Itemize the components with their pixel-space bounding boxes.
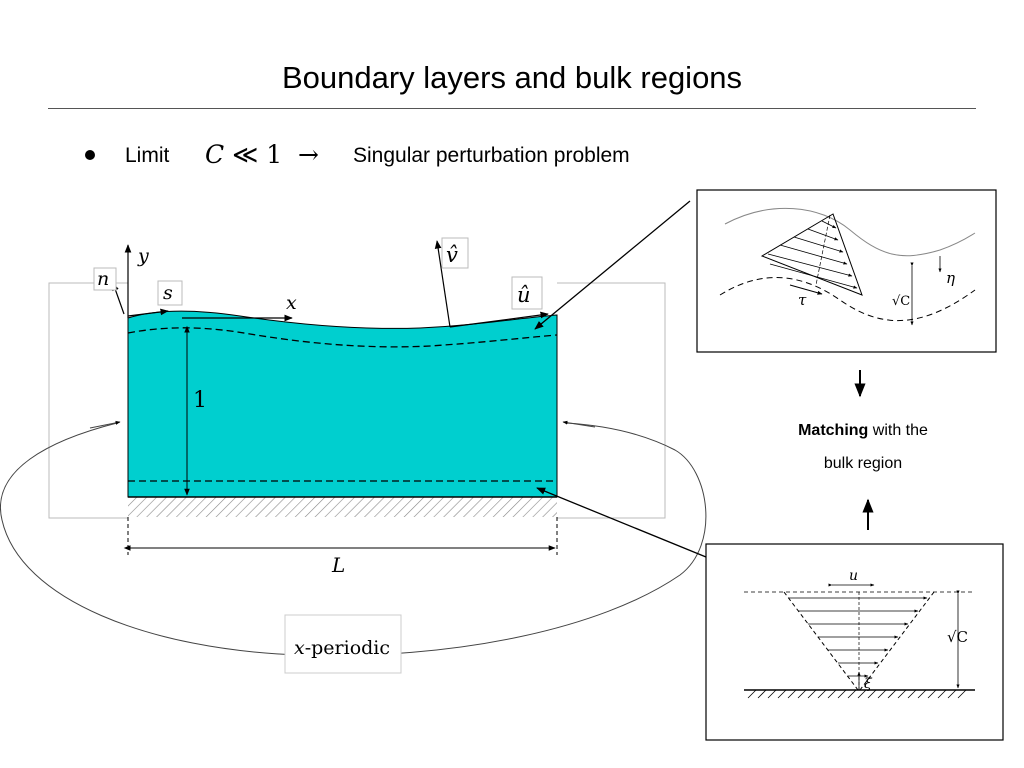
bullet-label: Limit xyxy=(125,144,170,167)
u-hat-label: û xyxy=(517,283,531,307)
left-periodic-box xyxy=(48,282,128,519)
periodic-loop-curve xyxy=(0,422,707,656)
slide-title: Boundary layers and bulk regions xyxy=(281,60,743,95)
top-boundary-layer-line xyxy=(127,327,558,348)
formula-symbol: C xyxy=(205,140,225,169)
xi-label: ξ xyxy=(864,676,873,692)
normal-label: n xyxy=(97,268,109,290)
tangent-arrow xyxy=(127,308,169,317)
top-inset: τ √C η xyxy=(696,189,997,353)
u-hat-arrow xyxy=(449,311,549,328)
eta-label: η xyxy=(946,269,955,287)
length-label: L xyxy=(331,553,345,577)
bottom-wall xyxy=(128,497,557,517)
v-hat-arrow xyxy=(434,240,451,328)
periodic-variable: x xyxy=(294,637,305,659)
right-periodic-box xyxy=(557,282,666,519)
bullet-icon xyxy=(85,150,95,160)
connector-bottom xyxy=(536,487,707,558)
height-label: 1 xyxy=(193,388,207,413)
bottom-inset: u ξ xyxy=(705,543,1004,741)
periodic-label-box xyxy=(284,614,402,674)
x-axis-label: x xyxy=(286,292,297,314)
title-divider xyxy=(48,108,976,109)
u-label: u xyxy=(849,568,858,584)
matching-bold: Matching xyxy=(798,422,869,439)
matching-line2: bulk region xyxy=(823,455,903,472)
matching-caption: Matching with the bulk region xyxy=(768,414,958,480)
formula-relation: ≪ xyxy=(232,140,259,169)
formula-arrow: → xyxy=(298,140,319,169)
periodic-label: x-periodic xyxy=(294,637,390,659)
bullet-result: Singular perturbation problem xyxy=(353,144,630,167)
y-axis-label: y xyxy=(137,245,149,267)
tau-label: τ xyxy=(798,291,807,309)
fluid-film xyxy=(127,310,558,498)
periodic-text: -periodic xyxy=(305,637,390,659)
v-hat-label: v̂ xyxy=(446,243,458,267)
tangent-label: s xyxy=(163,282,173,304)
formula-value: 1 xyxy=(266,140,283,169)
top-sqrtc-label: √C xyxy=(892,294,910,309)
limit-formula: C ≪ 1 → xyxy=(205,140,319,169)
matching-rest: with the xyxy=(868,422,928,439)
bottom-sqrtc-label: √C xyxy=(947,628,968,646)
connector-top xyxy=(534,200,691,330)
